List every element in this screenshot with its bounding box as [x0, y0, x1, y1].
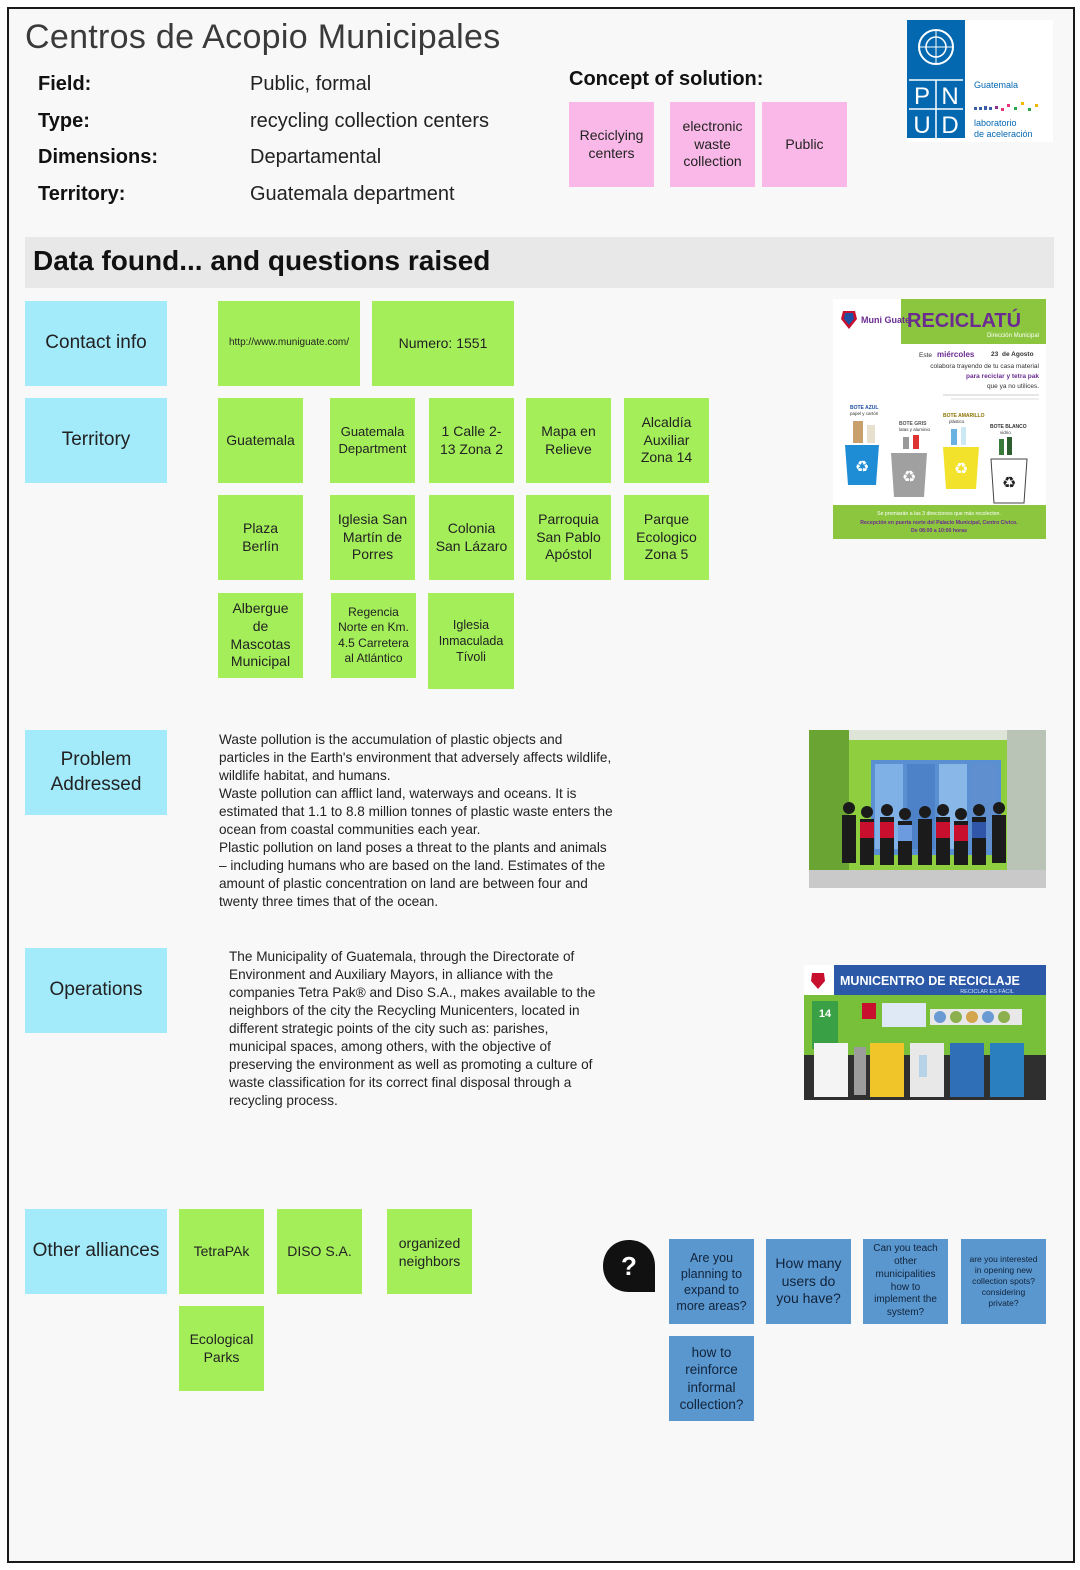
territory-note[interactable]: Colonia San Lázaro: [429, 495, 514, 580]
label-territory[interactable]: Territory: [25, 398, 167, 483]
label-problem-addressed[interactable]: Problem Addressed: [25, 730, 167, 815]
meta-label-territory: Territory:: [38, 183, 126, 205]
territory-note[interactable]: Iglesia Inmaculada Tívoli: [428, 593, 514, 689]
svg-text:D: D: [941, 112, 958, 139]
svg-text:P: P: [914, 83, 930, 110]
territory-note[interactable]: Alcaldía Auxiliar Zona 14: [624, 398, 709, 483]
svg-text:Recepción en puerta norte del: Recepción en puerta norte del Palacio Mu…: [860, 520, 1018, 526]
label-operations[interactable]: Operations: [25, 948, 167, 1033]
section-bar: [25, 237, 1054, 288]
svg-text:laboratorio: laboratorio: [974, 118, 1017, 128]
operations-description: The Municipality of Guatemala, through t…: [229, 949, 596, 1108]
alliance-note-organized-neighbors[interactable]: organized neighbors: [387, 1209, 472, 1294]
territory-note[interactable]: Guatemala Department: [330, 398, 415, 483]
alliance-note-diso[interactable]: DISO S.A.: [277, 1209, 362, 1294]
territory-note[interactable]: Regencia Norte en Km. 4.5 Carretera al A…: [331, 593, 416, 678]
svg-text:latas y aluminio: latas y aluminio: [899, 427, 931, 432]
territory-note[interactable]: Iglesia San Martín de Porres: [330, 495, 415, 580]
territory-note[interactable]: Parroquia San Pablo Apóstol: [526, 495, 611, 580]
svg-text:vidrio: vidrio: [1000, 430, 1011, 435]
concept-note-e-waste[interactable]: electronic waste collection: [670, 102, 755, 187]
meta-label-type: Type:: [38, 110, 90, 132]
svg-text:MUNICENTRO DE RECICLAJE: MUNICENTRO DE RECICLAJE: [840, 974, 1020, 988]
svg-text:N: N: [941, 83, 958, 110]
alliance-note-tetrapak[interactable]: TetraPAk: [179, 1209, 264, 1294]
question-note-users[interactable]: How many users do you have?: [766, 1239, 851, 1324]
meta-label-field: Field:: [38, 73, 92, 95]
muni-guate-shield-icon: [811, 973, 825, 989]
svg-text:Dirección Municipal: Dirección Municipal: [987, 333, 1039, 339]
question-note-teach[interactable]: Can you teach other municipalities how t…: [863, 1239, 948, 1324]
question-note-new-spots[interactable]: are you interested in opening new collec…: [961, 1239, 1046, 1324]
svg-text:Muni Guate: Muni Guate: [861, 315, 910, 325]
territory-note[interactable]: 1 Calle 2-13 Zona 2: [429, 398, 514, 483]
group-photo-graphic: [809, 730, 1046, 888]
svg-text:23: 23: [991, 351, 999, 358]
svg-text:RECICLAR ES FÁCIL: RECICLAR ES FÁCIL: [960, 988, 1014, 995]
svg-text:que ya no utilices.: que ya no utilices.: [987, 383, 1039, 390]
question-note-expand[interactable]: Are you planning to expand to more areas…: [669, 1239, 754, 1324]
territory-note[interactable]: Parque Ecologico Zona 5: [624, 495, 709, 580]
territory-note[interactable]: Plaza Berlín: [218, 495, 303, 580]
svg-text:Guatemala: Guatemala: [974, 80, 1018, 90]
territory-note[interactable]: Albergue de Mascotas Municipal: [218, 593, 303, 678]
meta-value-field: Public, formal: [250, 73, 372, 95]
problem-description: Waste pollution is the accumulation of p…: [219, 732, 613, 909]
label-other-alliances[interactable]: Other alliances: [25, 1209, 167, 1294]
note-phone-number[interactable]: Numero: 1551: [372, 301, 514, 386]
svg-text:De 08:00 a 10:00 horas: De 08:00 a 10:00 horas: [911, 528, 967, 534]
svg-text:?: ?: [621, 1251, 637, 1281]
meta-value-dimensions: Departamental: [250, 146, 382, 168]
svg-text:BOTE AZUL: BOTE AZUL: [850, 405, 878, 411]
concept-note-public[interactable]: Public: [762, 102, 847, 187]
recycle-icon: ♻: [1002, 473, 1016, 492]
recycle-icon: ♻: [954, 459, 968, 478]
svg-text:RECICLATÚ: RECICLATÚ: [907, 308, 1021, 332]
svg-text:de Agosto: de Agosto: [1002, 351, 1034, 358]
svg-text:para reciclar y tetra pak: para reciclar y tetra pak: [966, 373, 1039, 380]
territory-note[interactable]: Guatemala: [218, 398, 303, 483]
label-contact-info[interactable]: Contact info: [25, 301, 167, 386]
meta-value-territory: Guatemala department: [250, 183, 455, 205]
svg-text:Se premiarán a las 3 direccion: Se premiarán a las 3 direcciones que más…: [877, 511, 1001, 517]
section-title: Data found... and questions raised: [33, 245, 491, 276]
reciclatu-poster: Muni Guate RECICLATÚ Dirección Municipal…: [833, 299, 1046, 539]
undp-logo-graphic: P N U D Guatemala laboratorio de acelera…: [907, 20, 1038, 139]
municentro-photo: MUNICENTRO DE RECICLAJE RECICLAR ES FÁCI…: [804, 965, 1046, 1100]
concept-title: Concept of solution:: [569, 68, 764, 90]
poster-graphic: Muni Guate RECICLATÚ Dirección Municipal…: [833, 299, 1046, 539]
svg-text:U: U: [913, 112, 930, 139]
svg-text:BOTE BLANCO: BOTE BLANCO: [990, 424, 1027, 430]
concept-note-recycling[interactable]: Reciclying centers: [569, 102, 654, 187]
svg-text:BOTE AMARILLO: BOTE AMARILLO: [943, 413, 985, 419]
meta-label-dimensions: Dimensions:: [38, 146, 159, 168]
group-photo: [809, 730, 1046, 888]
svg-text:colabora trayendo de tu casa m: colabora trayendo de tu casa material: [930, 363, 1039, 370]
undp-logo: P N U D Guatemala laboratorio de acelera…: [907, 20, 1053, 142]
svg-text:14: 14: [819, 1008, 832, 1020]
territory-note[interactable]: Mapa en Relieve: [526, 398, 611, 483]
svg-text:miércoles: miércoles: [937, 350, 975, 359]
page-title: Centros de Acopio Municipales: [25, 18, 501, 56]
meta-value-type: recycling collection centers: [250, 110, 489, 132]
alliance-note-ecological-parks[interactable]: Ecological Parks: [179, 1306, 264, 1391]
recycle-icon: ♻: [855, 457, 869, 476]
question-note-informal[interactable]: how to reinforce informal collection?: [669, 1336, 754, 1421]
municentro-photo-graphic: MUNICENTRO DE RECICLAJE RECICLAR ES FÁCI…: [804, 965, 1046, 1100]
recycle-icon: ♻: [902, 467, 916, 486]
svg-text:Este: Este: [919, 352, 932, 359]
question-bubble-icon: ?: [601, 1238, 657, 1294]
svg-text:BOTE GRIS: BOTE GRIS: [899, 421, 927, 427]
svg-text:papel y cartón: papel y cartón: [850, 411, 879, 416]
svg-text:de aceleración: de aceleración: [974, 129, 1033, 139]
note-website[interactable]: http://www.muniguate.com/: [218, 301, 360, 386]
svg-text:plástico: plástico: [949, 419, 965, 424]
